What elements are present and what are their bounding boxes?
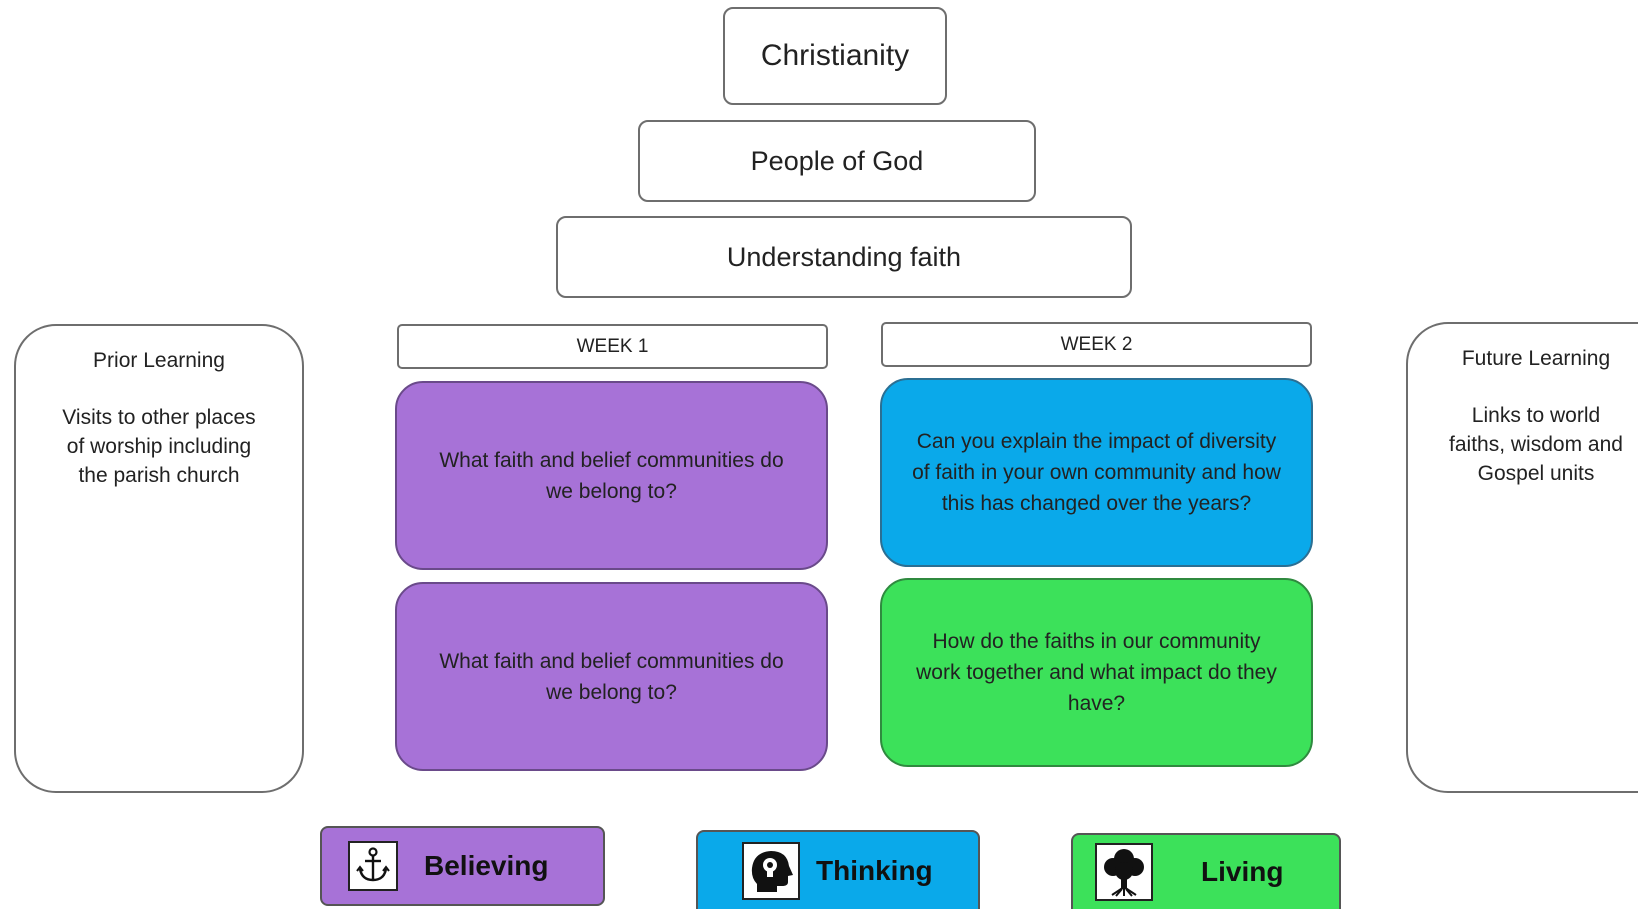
- week-2-question-2: How do the faiths in our community work …: [880, 578, 1313, 767]
- week-2-header: WEEK 2: [881, 322, 1312, 367]
- week-1-question-2: What faith and belief communities do we …: [395, 582, 828, 771]
- week-2-question-1: Can you explain the impact of diversity …: [880, 378, 1313, 567]
- title-understanding-faith: Understanding faith: [556, 216, 1132, 298]
- tree-icon: [1095, 843, 1153, 901]
- title-people-of-god: People of God: [638, 120, 1036, 202]
- title-christianity-text: Christianity: [760, 39, 910, 72]
- head-lightbulb-icon-svg: [751, 850, 793, 892]
- future-learning-title: Future Learning: [1461, 347, 1611, 370]
- prior-learning-panel: Prior Learning Visits to other places of…: [14, 324, 304, 793]
- title-christianity: Christianity: [723, 7, 947, 105]
- prior-learning-text: Visits to other places of worship includ…: [62, 406, 256, 487]
- title-people-of-god-text: People of God: [750, 145, 924, 176]
- week-2-label: WEEK 2: [1060, 333, 1133, 355]
- title-understanding-faith-text: Understanding faith: [726, 241, 962, 272]
- legend-thinking-label: Thinking: [816, 854, 933, 886]
- week-1-question-1: What faith and belief communities do we …: [395, 381, 828, 570]
- anchor-icon-svg: [356, 847, 390, 882]
- legend-living: Living: [1071, 833, 1341, 909]
- week-1-question-1-text: What faith and belief communities do we …: [439, 448, 784, 503]
- future-learning-panel: Future Learning Links to world faiths, w…: [1406, 322, 1638, 793]
- legend-living-label: Living: [1201, 856, 1284, 887]
- week-2-question-1-text: Can you explain the impact of diversity …: [912, 430, 1281, 515]
- anchor-icon: [348, 841, 398, 891]
- tree-icon-svg: [1104, 849, 1144, 897]
- week-1-header: WEEK 1: [397, 324, 828, 369]
- legend-believing-label: Believing: [424, 850, 549, 881]
- week-1-label: WEEK 1: [576, 335, 649, 357]
- legend-thinking: Thinking: [696, 830, 980, 909]
- week-2-question-2-text: How do the faiths in our community work …: [916, 630, 1277, 715]
- head-lightbulb-icon: [742, 841, 800, 900]
- legend-believing: Believing: [320, 826, 605, 906]
- future-learning-text: Links to world faiths, wisdom and Gospel…: [1449, 404, 1623, 485]
- prior-learning-title: Prior Learning: [93, 349, 225, 372]
- week-1-question-2-text: What faith and belief communities do we …: [439, 649, 784, 704]
